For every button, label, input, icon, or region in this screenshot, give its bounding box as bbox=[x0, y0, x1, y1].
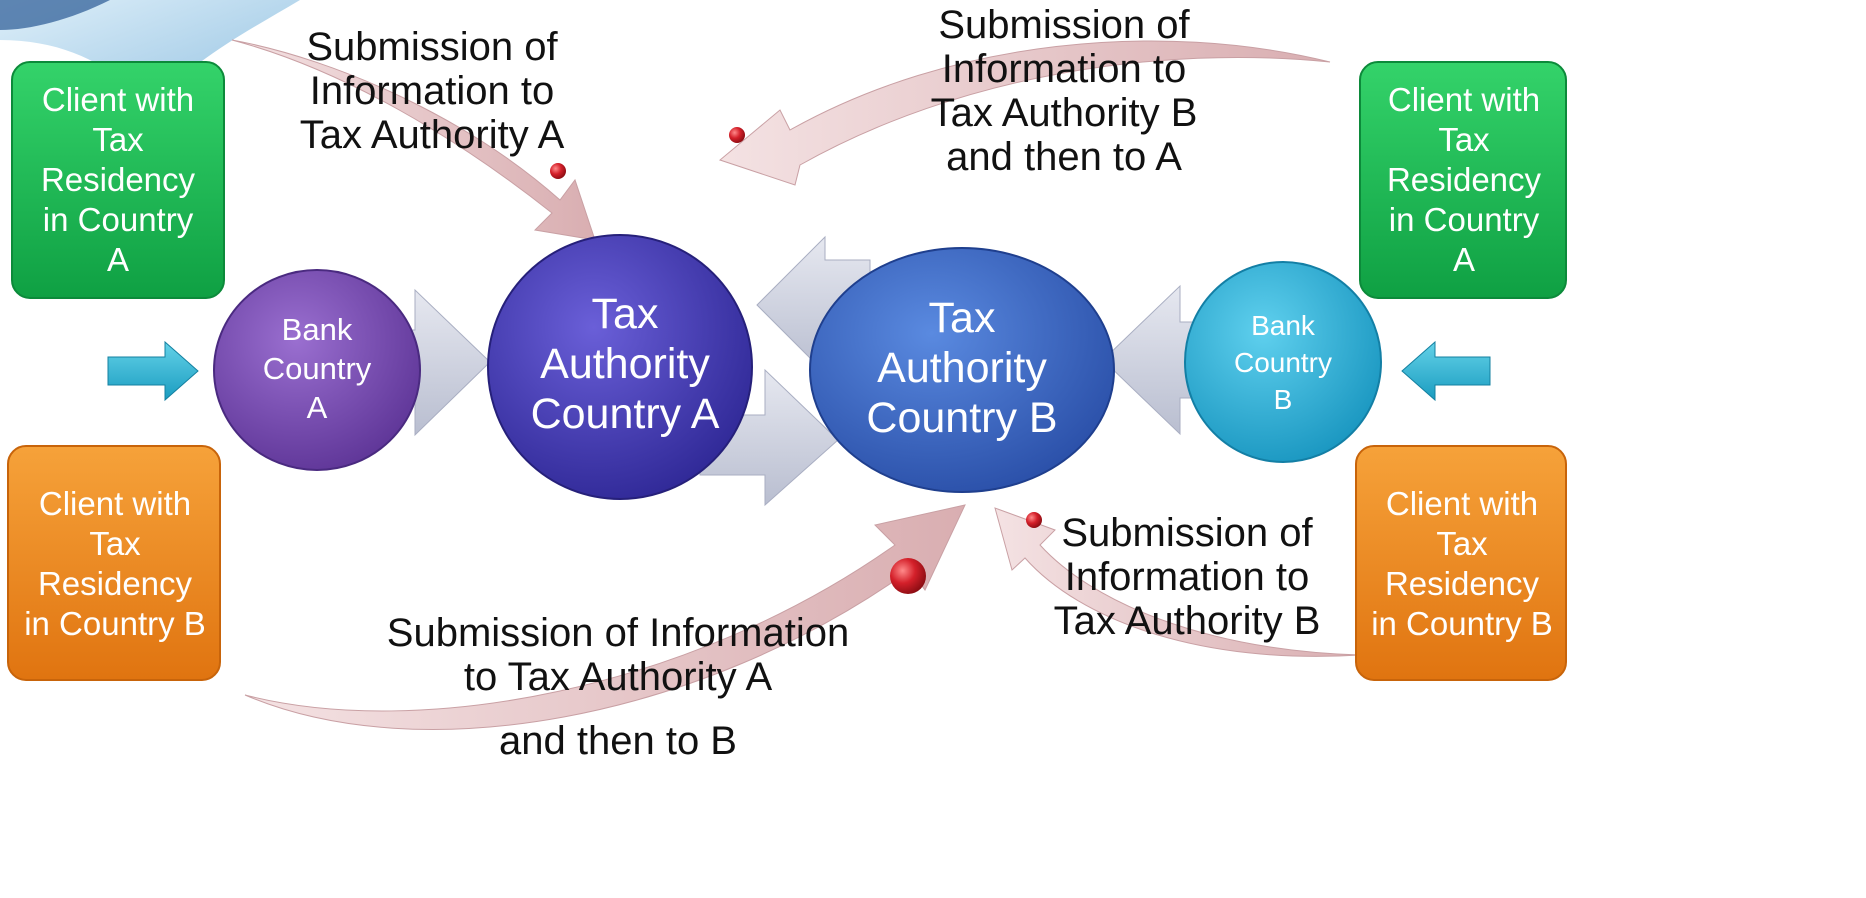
arrow-tax-a-to-tax-b bbox=[699, 368, 839, 507]
flow-dot-bottom-left bbox=[890, 558, 926, 594]
corner-swoosh-decoration bbox=[0, 0, 300, 110]
arrow-into-bank-b bbox=[1401, 340, 1491, 402]
flow-dot-top-right bbox=[729, 127, 745, 143]
arrow-into-bank-a bbox=[107, 340, 199, 402]
flow-dot-top-left bbox=[550, 163, 566, 179]
curved-arrow-bottom-left bbox=[244, 504, 966, 730]
curved-arrow-top-right bbox=[718, 40, 1331, 186]
flow-dot-bottom-right bbox=[1026, 512, 1042, 528]
